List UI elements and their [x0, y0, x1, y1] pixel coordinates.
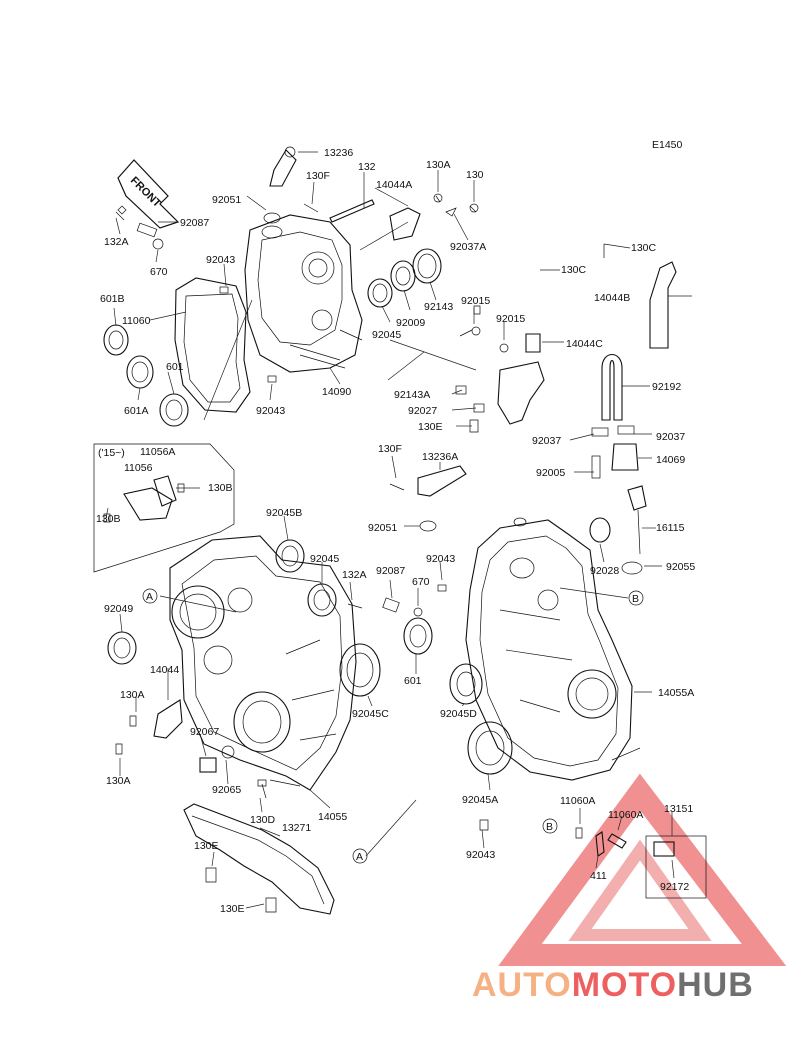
- variant-note: ('15~): [98, 447, 125, 459]
- part-number-labels: 13236132130F130A13014044A9205192087132A6…: [96, 147, 695, 915]
- part-label: 92051: [212, 194, 241, 206]
- part-label: 670: [150, 266, 168, 278]
- front-arrow-icon: FRONT: [117, 159, 180, 229]
- part-label: 92143: [424, 301, 453, 313]
- part-label: 92037: [656, 431, 685, 443]
- part-label: 92045: [310, 553, 339, 565]
- part-label: 13236: [324, 147, 353, 159]
- part-label: 14069: [656, 454, 685, 466]
- part-label: 92045B: [266, 507, 302, 519]
- part-label: 92045C: [352, 708, 389, 720]
- part-label: 14044: [150, 664, 179, 676]
- part-label: 130: [466, 169, 484, 181]
- part-label: 130C: [561, 264, 587, 276]
- part-label: 92043: [426, 553, 455, 565]
- part-label: 14044A: [376, 179, 412, 191]
- part-label: 132A: [104, 236, 129, 248]
- part-label: 130E: [194, 840, 219, 852]
- part-label: 11056A: [140, 446, 175, 458]
- part-label: 132A: [342, 569, 367, 581]
- part-label: 92087: [180, 217, 209, 229]
- part-label: 601A: [124, 405, 149, 417]
- reference-markers: A A B B: [146, 591, 639, 863]
- part-label: 13236A: [422, 451, 458, 463]
- part-label: 11060: [122, 315, 151, 327]
- part-label: 92045D: [440, 708, 477, 720]
- part-label: 130E: [418, 421, 443, 433]
- part-label: 670: [412, 576, 430, 588]
- part-label: 92192: [652, 381, 681, 393]
- part-label: 92015: [461, 295, 490, 307]
- part-label: 130F: [306, 170, 330, 182]
- watermark-part-hub: HUB: [677, 966, 754, 1004]
- part-label: 14055A: [658, 687, 694, 699]
- part-label: 601: [404, 675, 422, 687]
- reference-marker: B: [632, 593, 639, 605]
- part-label: 130E: [220, 903, 245, 915]
- part-label: 92049: [104, 603, 133, 615]
- leader-lines: [105, 151, 692, 909]
- part-label: 130A: [120, 689, 145, 701]
- part-label: 92043: [256, 405, 285, 417]
- watermark-part-auto: AUTO: [472, 966, 572, 1004]
- part-label: 13271: [282, 822, 311, 834]
- part-label: 601B: [100, 293, 125, 305]
- part-label: 92172: [660, 881, 689, 893]
- part-label: 16115: [656, 522, 685, 534]
- part-label: 132: [358, 161, 376, 173]
- part-label: 92087: [376, 565, 405, 577]
- watermark-text: AUTOMOTOHUB: [472, 966, 754, 1004]
- part-label: 130D: [250, 814, 276, 826]
- part-label: 14044C: [566, 338, 603, 350]
- diagram-code: E1450: [652, 139, 683, 151]
- part-label: 130B: [96, 513, 121, 525]
- part-label: 130A: [426, 159, 451, 171]
- part-label: 92027: [408, 405, 437, 417]
- part-label: 130A: [106, 775, 131, 787]
- part-label: 92143A: [394, 389, 430, 401]
- part-label: 92067: [190, 726, 219, 738]
- reference-marker: A: [356, 851, 363, 863]
- part-label: 92009: [396, 317, 425, 329]
- part-label: 92015: [496, 313, 525, 325]
- part-label: 92028: [590, 565, 619, 577]
- part-label: 92065: [212, 784, 241, 796]
- part-label: 601: [166, 361, 184, 373]
- part-label: 92043: [466, 849, 495, 861]
- part-label: 92051: [368, 522, 397, 534]
- part-label: 130C: [631, 242, 657, 254]
- part-label: 411: [590, 870, 607, 882]
- part-label: 13151: [664, 803, 693, 815]
- part-label: 14055: [318, 811, 347, 823]
- reference-marker: A: [146, 591, 153, 603]
- part-label: 92037: [532, 435, 561, 447]
- watermark-logo: [498, 773, 787, 966]
- part-label: 14090: [322, 386, 351, 398]
- reference-marker: B: [546, 821, 553, 833]
- part-label: 130F: [378, 443, 402, 455]
- part-label: 14044B: [594, 292, 630, 304]
- part-label: 92005: [536, 467, 565, 479]
- part-label: 11060A: [608, 809, 643, 821]
- part-label: 11060A: [560, 795, 595, 807]
- part-label: 92045A: [462, 794, 498, 806]
- part-label: 92045: [372, 329, 401, 341]
- part-label: 92043: [206, 254, 235, 266]
- part-label: 92037A: [450, 241, 486, 253]
- part-label: 130B: [208, 482, 233, 494]
- parts-drawing: FRONT: [93, 146, 707, 915]
- part-label: 11056: [124, 462, 153, 474]
- watermark-part-moto: MOTO: [572, 966, 677, 1004]
- part-label: 92055: [666, 561, 695, 573]
